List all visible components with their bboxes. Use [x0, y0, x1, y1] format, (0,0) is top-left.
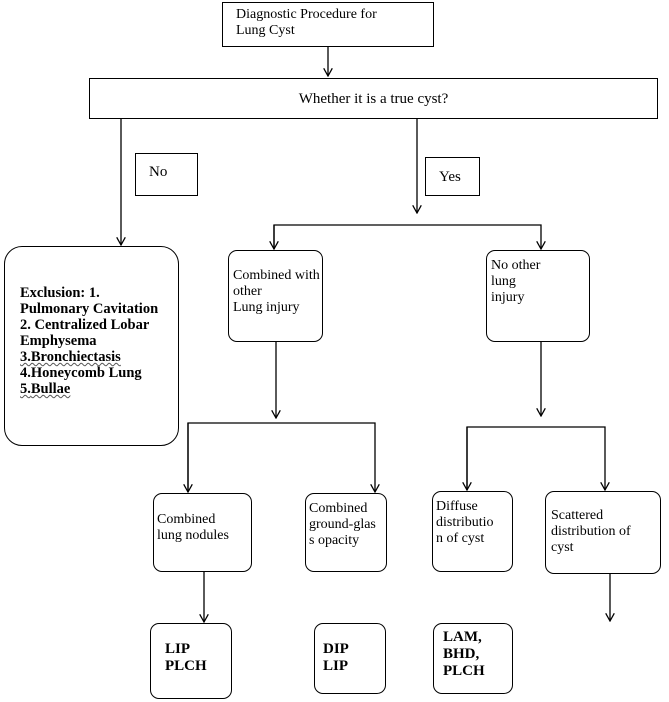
no-label: No [149, 164, 168, 180]
exclusion-line-1: Exclusion: 1. [20, 285, 100, 301]
question-text: Whether it is a true cyst? [298, 91, 449, 107]
exclusion-line-2: Pulmonary Cavitation [20, 301, 159, 317]
result-ggo-line-1: DIP [323, 641, 349, 657]
question-box: Whether it is a true cyst? [89, 78, 658, 119]
exclusion-line-7: 5.Bullae [20, 381, 71, 397]
no-other-line-2: lung [491, 274, 516, 289]
ggo-line-2: ground-glas [309, 517, 376, 532]
no-other-injury-box: No other lung injury [486, 250, 590, 342]
exclusion-line-3: 2. Centralized Lobar [20, 317, 150, 333]
split-left [187, 422, 375, 492]
yes-label: Yes [439, 169, 461, 185]
no-other-line-3: injury [491, 290, 525, 305]
no-label-box: No [135, 153, 198, 196]
scattered-line-1: Scattered [551, 508, 604, 523]
diffuse-line-2: distributio [436, 515, 494, 530]
title-line-1: Diagnostic Procedure for [236, 7, 377, 22]
split-yes [273, 224, 541, 249]
diffuse-line-1: Diffuse [436, 499, 478, 514]
result-diffuse-box: LAM, BHD, PLCH [433, 623, 513, 694]
yes-label-box: Yes [425, 157, 480, 196]
result-nodules-line-2: PLCH [165, 658, 207, 674]
combined-injury-line-2: other [233, 284, 262, 299]
combined-ggo-box: Combined ground-glas s opacity [305, 493, 387, 572]
result-diffuse-line-2: BHD, [443, 646, 480, 662]
title-box: Diagnostic Procedure for Lung Cyst [222, 2, 434, 47]
combined-nodules-box: Combined lung nodules [153, 493, 252, 572]
ggo-line-3: s opacity [309, 533, 360, 548]
nodules-line-1: Combined [157, 512, 216, 527]
exclusion-line-4: Emphysema [20, 333, 97, 349]
result-diffuse-line-3: PLCH [443, 663, 485, 679]
result-nodules-box: LIP PLCH [150, 623, 232, 699]
result-nodules-line-1: LIP [165, 641, 191, 657]
result-ggo-box: DIP LIP [314, 623, 386, 694]
combined-injury-box: Combined with other Lung injury [228, 250, 323, 342]
split-right [466, 426, 605, 490]
result-diffuse-line-1: LAM, [443, 629, 482, 645]
combined-injury-line-3: Lung injury [233, 300, 300, 315]
title-line-2: Lung Cyst [236, 23, 295, 38]
diffuse-line-3: n of cyst [436, 531, 485, 546]
nodules-line-2: lung nodules [157, 528, 229, 543]
scattered-line-3: cyst [551, 540, 574, 555]
diffuse-box: Diffuse distributio n of cyst [432, 491, 513, 572]
exclusion-line-5: 3.Bronchiectasis [20, 349, 121, 365]
combined-injury-line-1: Combined with [233, 268, 320, 283]
no-other-line-1: No other [491, 258, 541, 273]
result-ggo-line-2: LIP [323, 658, 349, 674]
exclusion-box: Exclusion: 1. Pulmonary Cavitation 2. Ce… [4, 246, 179, 446]
scattered-box: Scattered distribution of cyst [545, 491, 661, 574]
scattered-line-2: distribution of [551, 524, 631, 539]
ggo-line-1: Combined [309, 501, 368, 516]
exclusion-line-6: 4.Honeycomb Lung [20, 365, 142, 381]
